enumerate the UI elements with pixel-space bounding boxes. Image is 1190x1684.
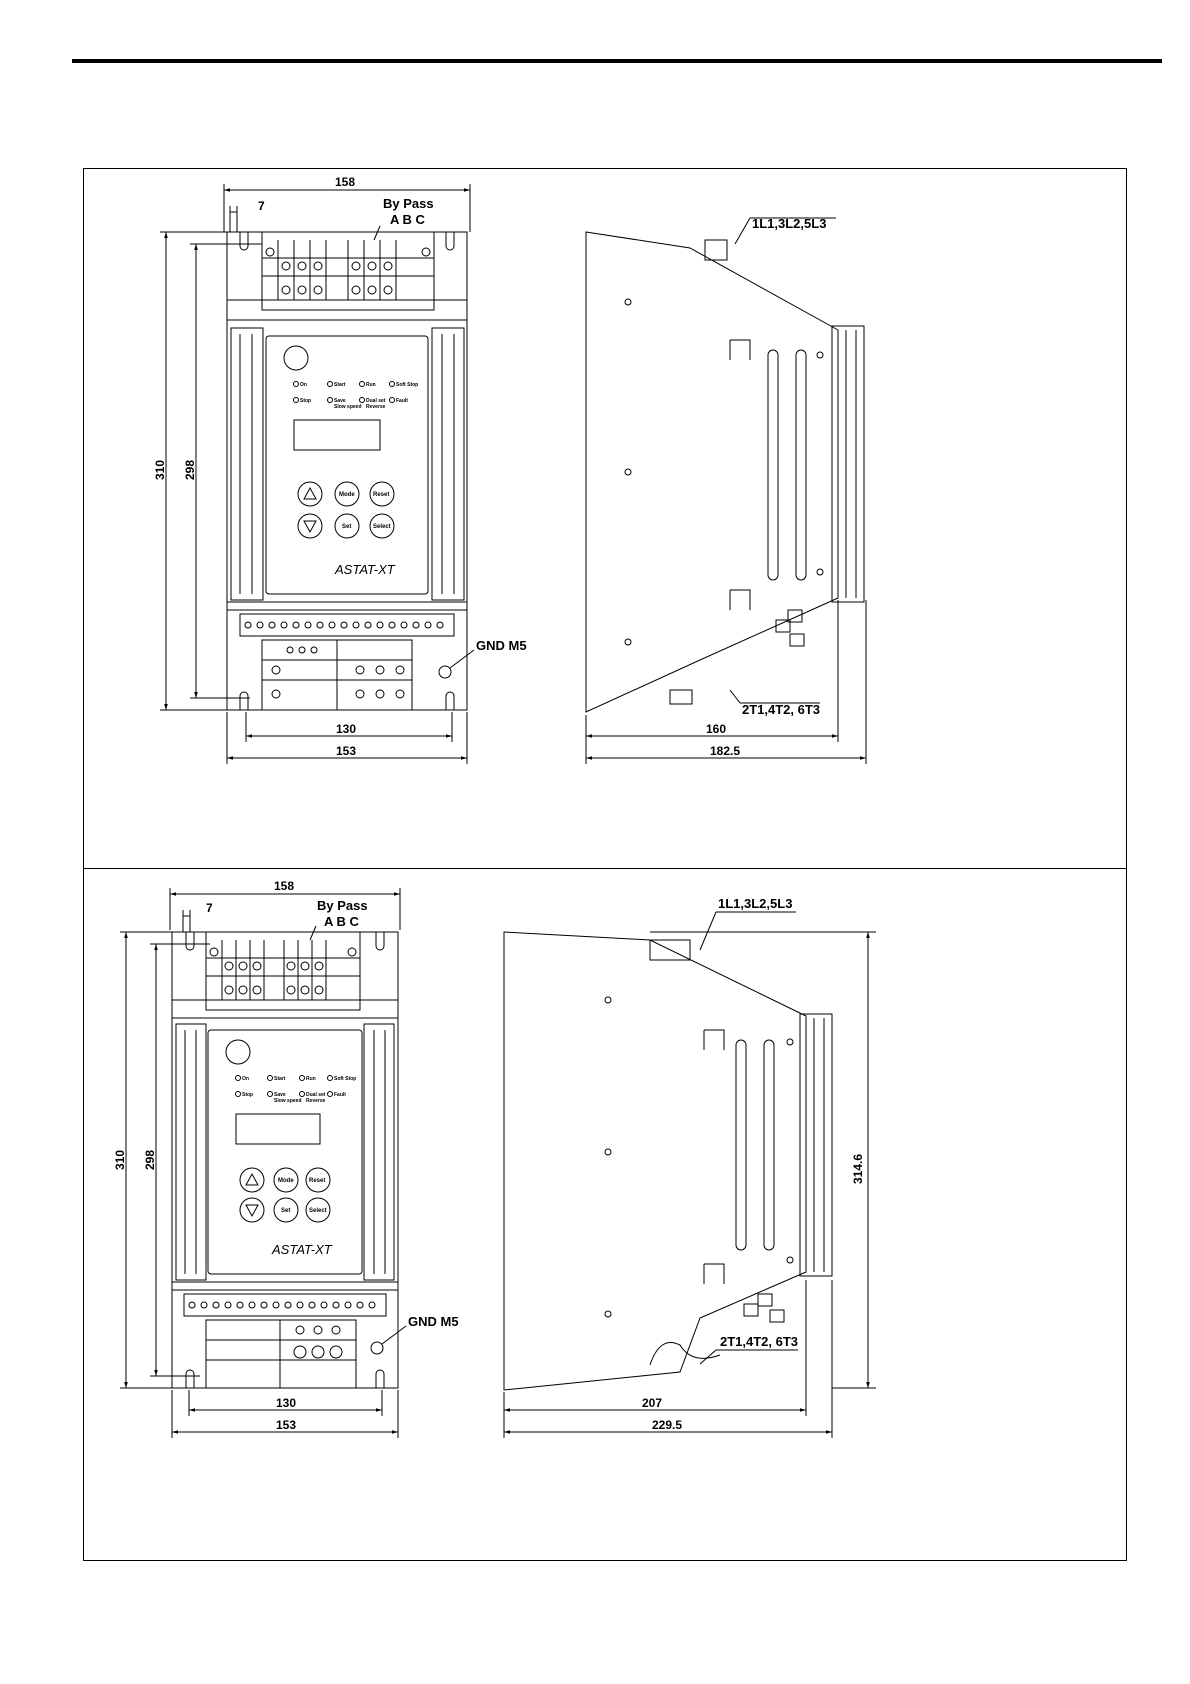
header-rule [72, 59, 1162, 63]
down-arrow-button [297, 513, 323, 539]
front-view-1 [160, 184, 475, 764]
dim-height-outer: 310 [153, 460, 167, 480]
dim-width-top: 158 [335, 175, 355, 189]
ge-logo-2 [225, 1039, 251, 1065]
dim-clearance-2: 7 [206, 901, 213, 915]
gnd-label: GND M5 [476, 638, 527, 653]
led-label-dual-set: Dual set [366, 398, 386, 404]
gnd-label-2: GND M5 [408, 1314, 459, 1329]
dim-width-top-2: 158 [274, 879, 294, 893]
dim-mount-width-2: 130 [276, 1396, 296, 1410]
led-label-stop: Stop [300, 398, 311, 404]
up-arrow-button [297, 481, 323, 507]
led-label-on-2: On [242, 1076, 249, 1082]
lcd-display-2 [235, 1113, 321, 1145]
led-label-run: Run [366, 382, 376, 388]
load-terminals-label: 2T1,4T2, 6T3 [742, 702, 820, 717]
brand-label-2: ASTAT-XT [271, 1242, 333, 1257]
drawing-frame [83, 168, 1127, 1561]
reset-button-label: Reset [373, 492, 389, 498]
select-button-label-2: Select [309, 1208, 327, 1214]
led-label-fault-2: Fault [334, 1092, 346, 1098]
led-label-start-2: Start [274, 1076, 286, 1082]
dim-height-inner: 298 [183, 460, 197, 480]
load-terminals-label-2: 2T1,4T2, 6T3 [720, 1334, 798, 1349]
led-label-save-2: Save [274, 1092, 286, 1098]
dim-mount-width: 130 [336, 722, 356, 736]
ground-screw [438, 665, 452, 679]
dim-clearance: 7 [258, 199, 265, 213]
line-terminals-label: 1L1,3L2,5L3 [752, 216, 826, 231]
side-view-2 [503, 911, 876, 1438]
led-label-soft-stop: Soft Stop [396, 382, 418, 388]
front-panel-2 [207, 1029, 363, 1275]
led-label-start: Start [334, 382, 346, 388]
dim-depth-outer-2: 229.5 [652, 1418, 682, 1432]
dim-depth-inner-2: 207 [642, 1396, 662, 1410]
led-label-run-2: Run [306, 1076, 316, 1082]
line-terminals-label-2: 1L1,3L2,5L3 [718, 896, 792, 911]
led-label-stop-2: Stop [242, 1092, 253, 1098]
control-terminal-row-2 [188, 1301, 376, 1359]
led-sublabel-slow-speed-2: Slow speed [274, 1098, 302, 1104]
dim-height-side-2: 314.6 [851, 1154, 865, 1184]
led-label-save: Save [334, 398, 346, 404]
lcd-display [293, 419, 381, 451]
dim-depth-outer: 182.5 [710, 744, 740, 758]
side-view-1 [585, 217, 867, 764]
led-sublabel-reverse: Reverse [366, 404, 386, 410]
dim-height-inner-2: 298 [143, 1150, 157, 1170]
led-label-dual-set-2: Dual set [306, 1092, 326, 1098]
dim-depth-inner: 160 [706, 722, 726, 736]
led-sublabel-slow-speed: Slow speed [334, 404, 362, 410]
set-button-label: Set [342, 524, 351, 530]
select-button-label: Select [373, 524, 391, 530]
reset-button-label-2: Reset [309, 1178, 325, 1184]
bypass-label: By Pass [383, 196, 434, 211]
up-arrow-button-2 [239, 1167, 265, 1193]
dim-base-width-2: 153 [276, 1418, 296, 1432]
down-arrow-button-2 [239, 1197, 265, 1223]
led-label-fault: Fault [396, 398, 408, 404]
led-label-soft-stop-2: Soft Stop [334, 1076, 356, 1082]
ground-screw-2 [370, 1341, 384, 1355]
dim-height-outer-2: 310 [113, 1150, 127, 1170]
bypass-phases-2: A B C [324, 914, 360, 929]
set-button-label-2: Set [281, 1208, 290, 1214]
led-sublabel-reverse-2: Reverse [306, 1098, 326, 1104]
bypass-terminal-block-2 [206, 940, 360, 1000]
bypass-label-2: By Pass [317, 898, 368, 913]
mode-button-label-2: Mode [278, 1178, 294, 1184]
front-panel [265, 335, 429, 595]
dim-base-width: 153 [336, 744, 356, 758]
bypass-phases: A B C [390, 212, 426, 227]
front-view-2 [120, 888, 407, 1438]
bypass-terminal-block [262, 240, 434, 300]
control-terminal-row [244, 621, 444, 699]
frame-divider [83, 868, 1127, 869]
brand-label: ASTAT-XT [334, 562, 396, 577]
mode-button-label: Mode [339, 492, 355, 498]
led-label-on: On [300, 382, 307, 388]
ge-logo [283, 345, 309, 371]
